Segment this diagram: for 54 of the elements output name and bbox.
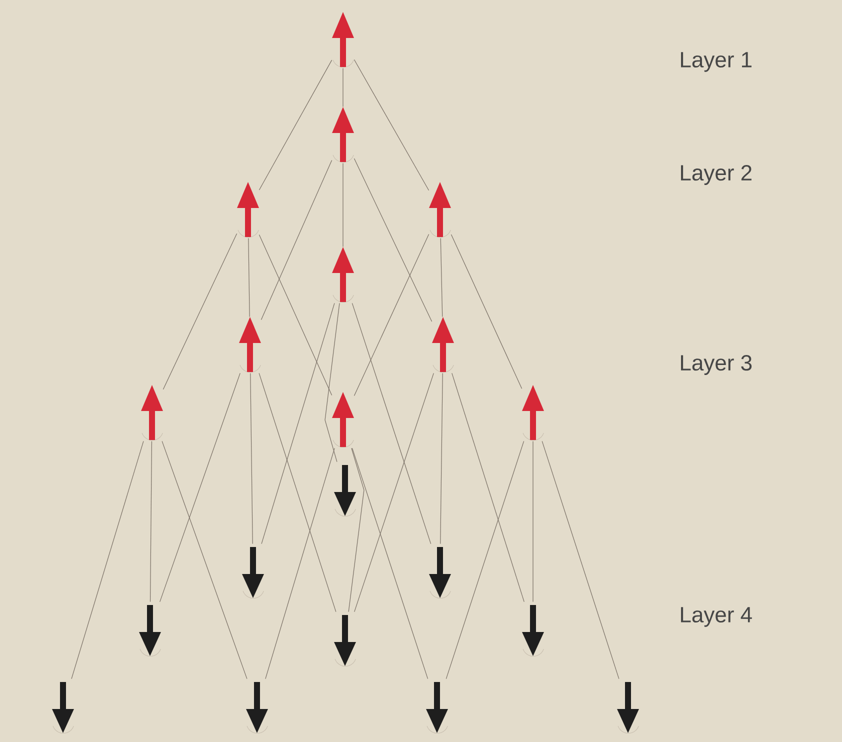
connector-line	[260, 160, 332, 320]
connector-line	[162, 440, 248, 680]
connector-line	[354, 158, 432, 322]
down-arrow	[334, 465, 356, 516]
down-arrow	[426, 682, 448, 734]
up-arrow	[141, 385, 163, 440]
connector-line	[354, 234, 430, 396]
connector-line	[354, 59, 430, 191]
down-arrow	[52, 682, 74, 734]
connector-line	[354, 372, 434, 612]
connector-line	[71, 440, 144, 680]
up-arrow	[332, 247, 354, 302]
down-arrow	[617, 682, 639, 734]
connector-line	[440, 238, 443, 318]
down-arrow	[522, 605, 544, 656]
down-arrow	[139, 605, 161, 656]
layer-label: Layer 4	[681, 607, 752, 627]
connector-line	[160, 372, 240, 602]
connector-line	[542, 440, 620, 680]
connector-line	[324, 302, 340, 462]
connector-line	[261, 302, 335, 544]
down-arrow	[242, 547, 264, 598]
connector-line	[150, 440, 152, 602]
up-arrow	[522, 385, 544, 440]
up-arrow	[429, 182, 451, 238]
up-arrow	[332, 107, 354, 162]
up-arrow	[332, 12, 354, 68]
connector-line	[258, 372, 336, 612]
down-arrow	[334, 615, 356, 666]
connector-line	[250, 372, 253, 544]
down-arrow	[429, 547, 451, 598]
layer-label: Layer 3	[681, 355, 752, 375]
connector-line	[342, 68, 344, 108]
connector-line	[532, 440, 534, 602]
connector-line	[446, 440, 524, 680]
layer-label: Layer 1	[681, 52, 752, 72]
connector-line	[342, 162, 344, 248]
connector-line	[248, 238, 250, 318]
up-arrow	[332, 392, 354, 448]
connector-line	[348, 448, 364, 612]
connector-line	[162, 233, 238, 390]
down-arrow	[246, 682, 268, 734]
connector-line	[352, 302, 432, 544]
connector-line	[440, 372, 443, 544]
connector-line	[258, 60, 332, 190]
connector-line	[352, 448, 428, 680]
up-arrow	[239, 317, 261, 372]
layer-label: Layer 2	[681, 165, 752, 185]
connector-line	[265, 448, 335, 680]
connector-line	[258, 234, 332, 396]
up-arrow	[237, 182, 259, 238]
up-arrow	[432, 317, 454, 372]
connector-line	[452, 372, 524, 602]
connector-line	[450, 234, 522, 389]
